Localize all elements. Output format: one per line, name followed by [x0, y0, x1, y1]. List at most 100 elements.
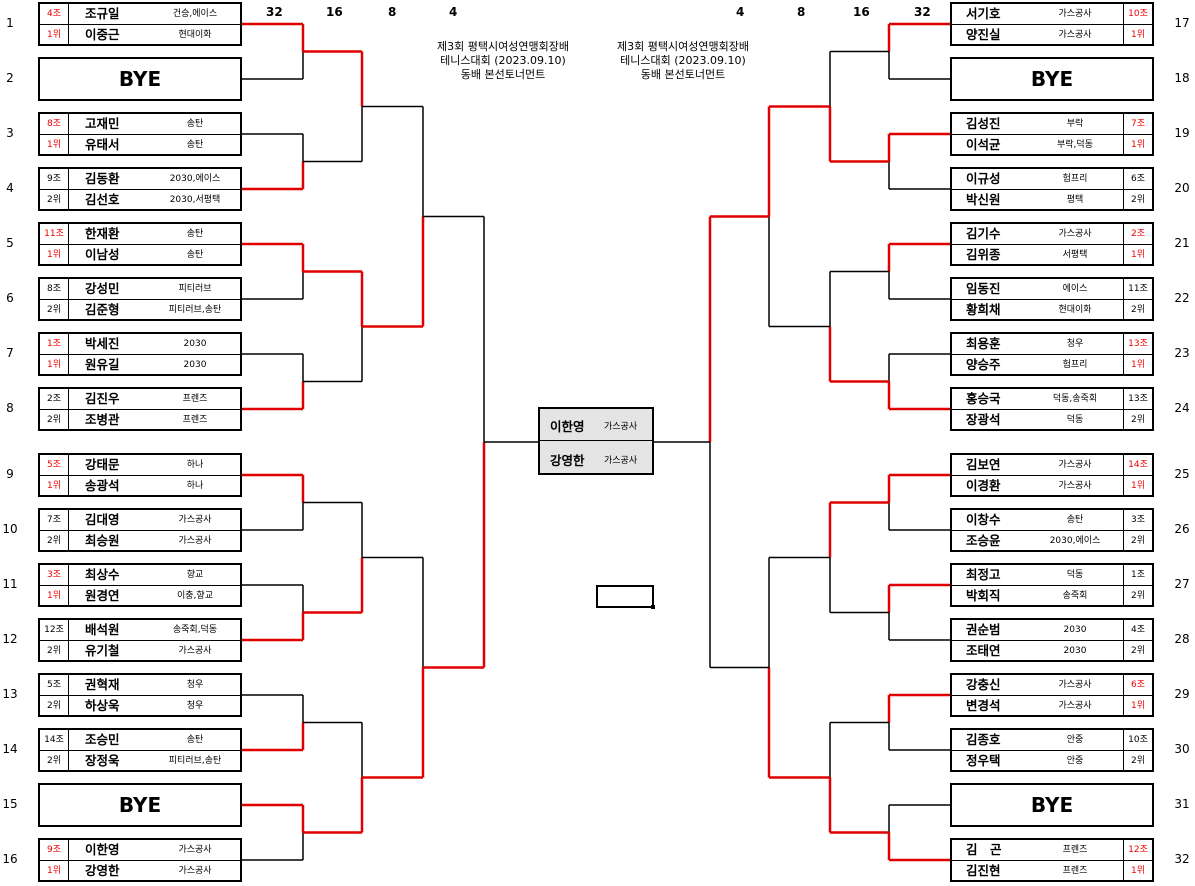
- player-name: 최상수: [85, 567, 120, 582]
- player-club: 덕동: [1066, 570, 1084, 580]
- title-line-1: 제3회 평택시여성연맹회장배: [617, 40, 749, 53]
- bye-slot: BYE: [950, 57, 1154, 101]
- slot-number: 31: [1174, 797, 1190, 811]
- slot-number: 32: [1174, 852, 1190, 866]
- selected-cell[interactable]: [596, 585, 655, 609]
- player-name: 조승민: [85, 732, 120, 747]
- player-name: 황희채: [966, 302, 1001, 317]
- fill-handle[interactable]: [651, 605, 655, 609]
- row-divider: [40, 860, 240, 861]
- rank-label: 2위: [1130, 415, 1145, 425]
- player-club: 안중: [1066, 756, 1084, 766]
- player-club: 덕동,송죽회: [1052, 394, 1098, 404]
- group-label: 3조: [46, 570, 61, 580]
- slot-number: 17: [1174, 16, 1190, 30]
- slot-number: 10: [2, 522, 18, 536]
- player-name: 원유길: [85, 357, 120, 372]
- player-name: 김진현: [966, 863, 1001, 878]
- title-line-2: 테니스대회 (2023.09.10): [440, 54, 566, 67]
- player-name: 박회직: [966, 588, 1001, 603]
- player-club: 송탄: [186, 250, 204, 260]
- slot-number: 25: [1174, 467, 1190, 481]
- group-label: 1조: [1130, 570, 1145, 580]
- rank-label: 1위: [46, 866, 61, 876]
- group-divider: [68, 730, 69, 770]
- slot-number: 24: [1174, 401, 1190, 415]
- rank-label: 2위: [1130, 591, 1145, 601]
- rank-label: 1위: [46, 360, 61, 370]
- player-name: 이남성: [85, 247, 120, 262]
- group-label: 11조: [1128, 284, 1148, 294]
- player-club: 가스공사: [1058, 229, 1092, 239]
- group-label: 2조: [1130, 229, 1145, 239]
- bye-slot: BYE: [950, 783, 1154, 827]
- player-name: 김성진: [966, 116, 1001, 131]
- group-label: 4조: [1130, 625, 1145, 635]
- player-name: 강성민: [85, 281, 120, 296]
- row-divider: [40, 750, 240, 751]
- player-club: 험프리: [1062, 174, 1088, 184]
- player-club: 부락: [1066, 119, 1084, 129]
- player-name: 서기호: [966, 6, 1001, 21]
- player-club: 향교: [186, 570, 204, 580]
- player-club: 가스공사: [178, 646, 212, 656]
- row-divider: [952, 134, 1152, 135]
- row-divider: [40, 475, 240, 476]
- rank-label: 1위: [1130, 701, 1145, 711]
- round-label-left-8: 8: [388, 5, 397, 19]
- player-name: 권혁재: [85, 677, 120, 692]
- group-divider: [68, 675, 69, 715]
- player-name: 송광석: [85, 478, 120, 493]
- player-club: 송탄: [186, 140, 204, 150]
- title-line-3: 동배 본선토너먼트: [640, 68, 726, 81]
- player-name: 김기수: [966, 226, 1001, 241]
- player-name: 임동진: [966, 281, 1001, 296]
- bye-label: BYE: [1030, 793, 1074, 817]
- player-name: 원경연: [85, 588, 120, 603]
- round-label-right-8: 8: [797, 5, 806, 19]
- player-name: 한재환: [85, 226, 120, 241]
- group-label: 4조: [46, 9, 61, 19]
- player-club: 송탄: [186, 229, 204, 239]
- player-club: 가스공사: [1058, 30, 1092, 40]
- slot-number: 2: [6, 71, 14, 85]
- rank-label: 2위: [46, 701, 61, 711]
- player-club: 프렌즈: [1062, 866, 1088, 876]
- player-club: 2030: [1063, 646, 1087, 656]
- rank-label: 1위: [46, 30, 61, 40]
- slot-number: 9: [6, 467, 14, 481]
- group-label: 10조: [1128, 735, 1148, 745]
- player-name: 조승윤: [966, 533, 1001, 548]
- group-divider: [68, 4, 69, 44]
- group-label: 3조: [1130, 515, 1145, 525]
- slot-number: 30: [1174, 742, 1190, 756]
- rank-label: 2위: [46, 195, 61, 205]
- group-label: 6조: [1130, 174, 1145, 184]
- group-label: 14조: [44, 735, 64, 745]
- player-name: 하상욱: [85, 698, 120, 713]
